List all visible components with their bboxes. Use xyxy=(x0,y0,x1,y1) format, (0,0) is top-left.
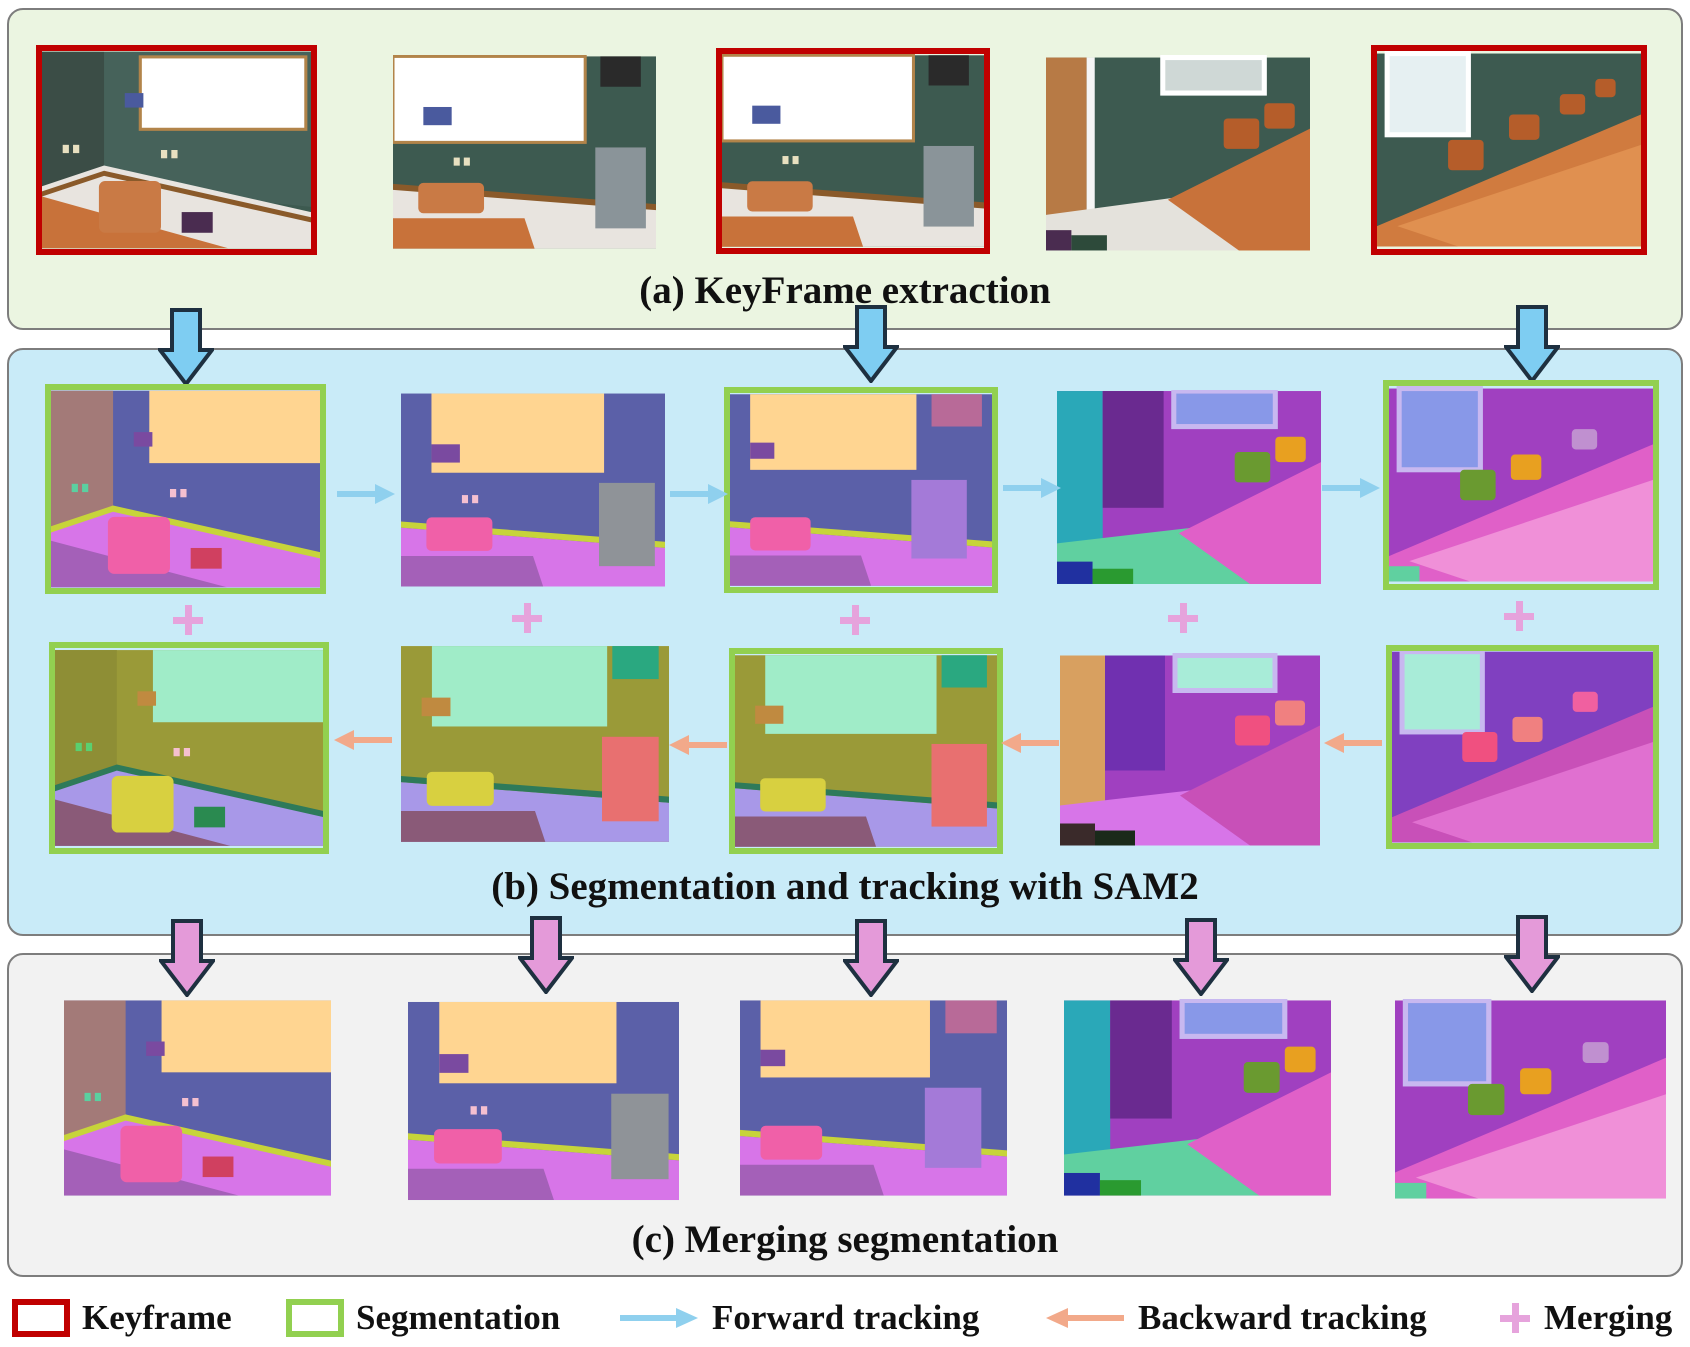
keyframe-5 xyxy=(1371,45,1647,255)
merge-plus-icon xyxy=(1504,601,1534,631)
segmentation-frame-backward-3 xyxy=(729,648,1003,854)
merged-frame-1 xyxy=(64,999,331,1197)
merge-plus-icon xyxy=(512,603,542,633)
backward-tracking-arrow xyxy=(1324,733,1382,753)
backtracked-frame-2 xyxy=(401,645,669,843)
segmentation-frame-backward-5 xyxy=(1386,645,1659,849)
down-arrow-icon xyxy=(1173,918,1229,996)
video-frame-4 xyxy=(1046,55,1310,253)
legend-backward-tracking: Backward tracking xyxy=(1044,1298,1427,1338)
down-arrow-icon xyxy=(1504,915,1560,993)
merged-frame-5 xyxy=(1395,999,1666,1200)
down-arrow-icon xyxy=(159,919,215,997)
segmentation-frame-5 xyxy=(1383,380,1659,590)
keyframe-1 xyxy=(36,45,317,255)
backtracked-frame-4 xyxy=(1060,651,1320,850)
forward-tracking-arrow xyxy=(1003,478,1061,498)
forward-tracking-arrow xyxy=(670,484,728,504)
down-arrow-icon xyxy=(518,916,574,994)
legend-keyframe-label: Keyframe xyxy=(82,1298,232,1337)
merged-frame-4 xyxy=(1064,999,1331,1197)
segmentation-frame-backward-1 xyxy=(49,642,329,854)
backward-tracking-arrow xyxy=(334,730,392,750)
legend-backward-label: Backward tracking xyxy=(1138,1298,1427,1337)
panel-c-title: (c) Merging segmentation xyxy=(631,1218,1059,1261)
legend-forward-label: Forward tracking xyxy=(712,1298,980,1337)
segmentation-frame-1 xyxy=(45,384,326,594)
segmentation-frame-3 xyxy=(724,387,998,593)
down-arrow-icon xyxy=(843,919,899,997)
forward-tracking-arrow xyxy=(337,484,395,504)
down-arrow-icon xyxy=(1504,305,1560,383)
legend-forward-tracking: Forward tracking xyxy=(618,1298,979,1338)
backward-tracking-arrow xyxy=(669,735,727,755)
panel-a-title: (a) KeyFrame extraction xyxy=(639,269,1051,312)
merged-frame-2 xyxy=(408,1001,679,1201)
forward-tracking-arrow xyxy=(1322,478,1380,498)
video-frame-2 xyxy=(393,55,656,250)
legend-keyframe: Keyframe xyxy=(12,1298,232,1338)
segmentation-swatch-icon xyxy=(286,1299,344,1337)
legend-merging-label: Merging xyxy=(1544,1298,1673,1337)
down-arrow-icon xyxy=(158,308,214,386)
legend-merging: Merging xyxy=(1500,1298,1672,1338)
merge-plus-icon xyxy=(1168,603,1198,633)
tracked-frame-4 xyxy=(1057,390,1321,585)
merge-plus-icon xyxy=(840,605,870,635)
merged-frame-3 xyxy=(740,999,1007,1197)
forward-arrow-icon xyxy=(620,1308,698,1328)
keyframe-swatch-icon xyxy=(12,1299,70,1337)
merge-plus-icon xyxy=(173,605,203,635)
legend-segmentation-label: Segmentation xyxy=(356,1298,561,1337)
legend-segmentation: Segmentation xyxy=(286,1298,560,1338)
panel-b-title: (b) Segmentation and tracking with SAM2 xyxy=(491,865,1199,908)
merging-plus-icon xyxy=(1500,1303,1530,1333)
tracked-frame-2 xyxy=(401,392,665,588)
backward-arrow-icon xyxy=(1046,1308,1124,1328)
down-arrow-icon xyxy=(843,305,899,383)
keyframe-3 xyxy=(716,48,990,254)
backward-tracking-arrow xyxy=(1001,733,1059,753)
